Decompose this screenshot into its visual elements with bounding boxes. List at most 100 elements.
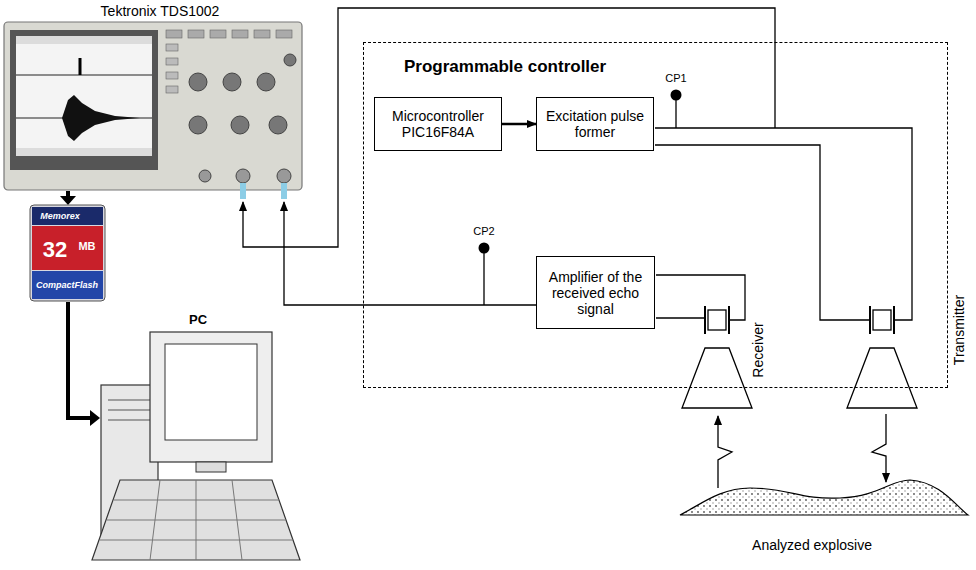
oscilloscope-picture-part [10, 30, 158, 170]
piezo-transducer-part [893, 306, 895, 334]
oscilloscope-picture [4, 22, 302, 199]
process-box: Microcontroller PIC16F84A [374, 97, 502, 151]
oscilloscope-picture-part [189, 116, 207, 134]
control-arrow [502, 123, 536, 126]
process-box: Excitation pulse former [536, 97, 654, 151]
oscilloscope-picture-part [232, 30, 248, 38]
oscilloscope-picture-part [189, 73, 207, 91]
test-point: CP1 [665, 72, 686, 85]
signal-wire [243, 8, 912, 320]
signal-wire-part [243, 8, 775, 247]
instrument-name: Tektronix TDS1002 [101, 3, 220, 19]
oscilloscope-picture-part [79, 58, 82, 75]
acoustic-horn [682, 348, 917, 408]
oscilloscope-picture-part [166, 86, 178, 93]
pc-picture-part [165, 344, 257, 440]
transfer-arrow-part [60, 196, 76, 205]
signal-wire-part [284, 202, 537, 305]
pc-picture-part [150, 480, 160, 560]
piezo-transducer-part [708, 310, 726, 330]
pc-picture-part [92, 480, 300, 560]
piezo-transducer-part [704, 306, 706, 334]
oscilloscope-picture-part [166, 44, 178, 51]
signal-wire-part [483, 253, 484, 305]
acoustic-horn-part [847, 348, 917, 408]
acoustic-horn-part [682, 348, 752, 408]
oscilloscope-picture-part [257, 73, 275, 91]
oscilloscope-picture-part [199, 170, 211, 182]
pc-picture-part [108, 410, 150, 411]
wave-arrow-part [718, 416, 732, 488]
oscilloscope-picture-part [188, 30, 204, 38]
oscilloscope-picture-part [16, 36, 152, 44]
oscilloscope-picture-part [4, 22, 302, 190]
signal-wire-part [675, 100, 676, 128]
transfer-arrow-part [90, 410, 100, 426]
oscilloscope-picture-part [210, 30, 226, 38]
memory-card-picture-part [32, 226, 103, 270]
wave-arrow-part [872, 414, 886, 482]
memory-card-picture-part [30, 205, 105, 301]
oscilloscope-picture-part [62, 95, 140, 141]
oscilloscope-picture-part [240, 183, 246, 199]
signal-wire-part [655, 145, 870, 320]
signal-wire-part [656, 275, 745, 320]
transfer-arrow [60, 191, 76, 205]
oscilloscope-picture-part [166, 30, 182, 38]
pc-picture-part [108, 420, 150, 421]
oscilloscope-picture-part [284, 54, 296, 66]
pc-picture [92, 332, 300, 560]
piezo-transducer [705, 306, 894, 334]
pc-picture-part [232, 480, 242, 560]
card-type: CompactFlash [36, 280, 98, 290]
pc-picture-part [196, 462, 226, 472]
pc-picture-part [196, 480, 197, 560]
explosive-sample-part [680, 480, 968, 515]
card-unit: MB [78, 240, 95, 253]
transducer-name: Receiver [750, 322, 766, 377]
oscilloscope-picture-part [223, 73, 241, 91]
signal-wire-part [655, 128, 912, 320]
control-point-part [479, 243, 490, 254]
oscilloscope-picture-part [281, 183, 287, 199]
memory-card-picture-part [32, 271, 103, 299]
memory-card-picture-part [32, 207, 103, 225]
signal-wire-part [656, 317, 705, 318]
oscilloscope-picture-part [269, 116, 287, 134]
control-point-part [671, 90, 682, 101]
control-point [479, 90, 682, 254]
box-label: Microcontroller PIC16F84A [383, 108, 493, 140]
oscilloscope-picture-part [277, 169, 291, 183]
memory-card-picture [30, 205, 105, 301]
process-box: Amplifier of the received echo signal [536, 256, 655, 329]
box-label: Excitation pulse former [545, 108, 645, 140]
card-brand: Memorex [40, 211, 80, 221]
oscilloscope-picture-part [166, 72, 178, 79]
transfer-arrow-part [68, 302, 91, 418]
wave-arrow [718, 414, 886, 488]
pc-picture-part [150, 332, 272, 462]
oscilloscope-picture-part [16, 36, 152, 156]
piezo-transducer-part [873, 310, 891, 330]
pc-picture-part [108, 400, 150, 401]
oscilloscope-picture-part [231, 116, 249, 134]
card-capacity: 32 [43, 237, 67, 262]
oscilloscope-picture-part [254, 30, 270, 38]
box-label: Amplifier of the received echo signal [545, 269, 646, 317]
controller-frame: Programmable controllerMicrocontroller P… [363, 42, 948, 388]
device-name: PC [189, 313, 207, 328]
oscilloscope-picture-part [276, 30, 292, 38]
transducer-name: Transmitter [951, 295, 967, 365]
transfer-arrow [68, 302, 100, 426]
group-title: Programmable controller [404, 57, 606, 77]
test-point: CP2 [473, 225, 494, 238]
explosive-sample [680, 480, 968, 515]
sample-name: Analyzed explosive [752, 537, 872, 553]
piezo-transducer-part [728, 306, 730, 334]
oscilloscope-picture-part [236, 169, 250, 183]
oscilloscope-picture-part [16, 75, 152, 76]
piezo-transducer-part [869, 306, 871, 334]
oscilloscope-picture-part [166, 58, 178, 65]
